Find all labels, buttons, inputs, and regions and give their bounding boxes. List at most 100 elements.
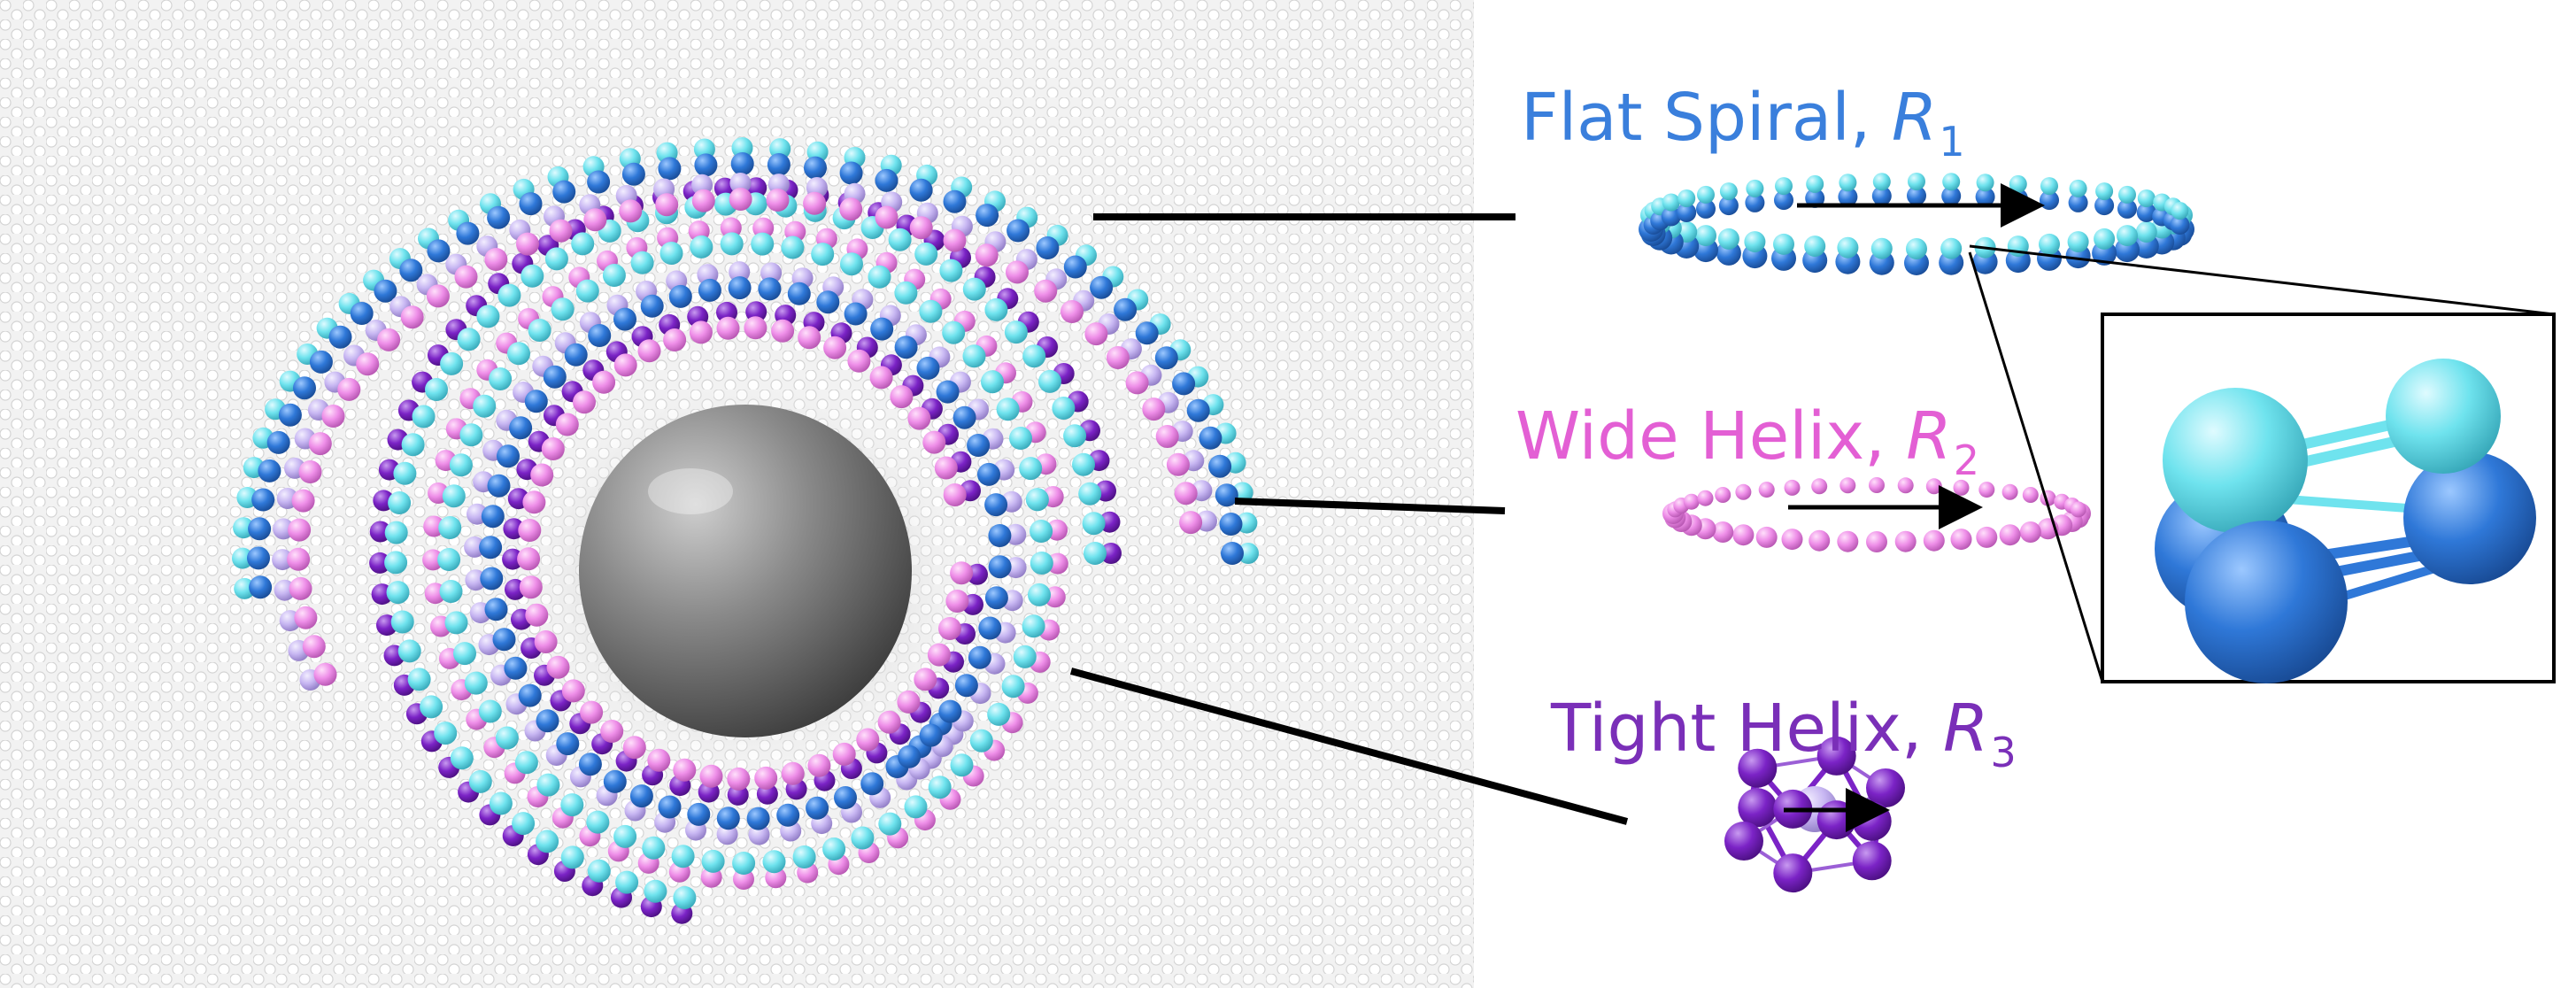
zoom-line-lower [1968, 251, 2104, 683]
ring-bead [1084, 322, 1108, 346]
ring-bead [762, 850, 786, 874]
ring-bead [894, 336, 918, 359]
r2-bead-pink [1978, 482, 1995, 498]
ring-bead [1135, 321, 1159, 345]
ring-bead [730, 152, 754, 175]
ring-bead [1174, 482, 1198, 506]
ring-bead [454, 265, 478, 289]
ring-bead [888, 228, 912, 251]
ring-bead [1038, 369, 1061, 393]
r1-bead-blue [1907, 186, 1926, 205]
ring-bead [425, 378, 448, 401]
ring-bead [249, 575, 273, 599]
ring-bead [720, 232, 744, 256]
ring-bead [781, 761, 805, 785]
r2-bead-pink [1999, 524, 2021, 546]
r2-bead-pink [1837, 530, 1859, 552]
ring-bead [919, 299, 943, 323]
flat-spiral-ring [1639, 173, 2194, 275]
ring-bead [1084, 542, 1107, 565]
r2-bead-pink [1712, 521, 1734, 543]
ring-bead [480, 567, 504, 590]
ring-bead [1078, 482, 1102, 506]
label-flat-spiral-name: Flat Spiral, [1521, 80, 1892, 156]
ring-bead [771, 319, 795, 343]
ring-bead [939, 259, 963, 282]
ring-bead [583, 208, 607, 232]
ring-bead [811, 243, 835, 266]
ring-bead [1001, 675, 1025, 699]
ring-bead [729, 173, 752, 194]
sphere-highlight [648, 468, 733, 514]
r1-bead-blue [1805, 188, 1825, 208]
ring-bead [497, 283, 521, 307]
ring-bead [546, 655, 570, 679]
ring-bead [521, 264, 544, 288]
tight-helix-cluster [1724, 736, 1905, 893]
leader-line-r3 [1069, 668, 1629, 825]
ring-bead [1238, 543, 1259, 564]
r1-bead-blue [1718, 196, 1739, 216]
r1-bead-cyan [1773, 233, 1794, 255]
label-tight-helix: Tight Helix, R3 [1551, 696, 2017, 773]
ring-bead [552, 180, 576, 204]
ring-bead [289, 576, 312, 600]
ring-bead [248, 517, 272, 541]
ring-bead [687, 802, 711, 826]
ring-bead [909, 178, 933, 202]
ring-bead [321, 405, 345, 428]
ring-bead [1166, 452, 1190, 476]
r1-bead-cyan [1804, 235, 1826, 258]
inset-cyan-bead-left [2163, 388, 2308, 533]
ring-bead [987, 702, 1011, 726]
ring-bead [962, 344, 986, 368]
ring-bead [720, 217, 742, 239]
ring-bead [291, 489, 315, 513]
ring-bead [870, 317, 894, 341]
ring-bead [798, 326, 821, 350]
label-wide-helix-sub: 2 [1953, 436, 1979, 484]
ring-bead [434, 722, 458, 745]
ring-bead [407, 668, 431, 691]
ring-bead [977, 462, 1000, 486]
ring-bead [860, 772, 884, 796]
ring-bead [272, 549, 294, 571]
ring-bead [1022, 614, 1045, 638]
ring-bead [495, 726, 519, 750]
ring-bead [1063, 424, 1087, 448]
ring-bead [1072, 452, 1095, 476]
r1-bead-cyan [2009, 174, 2027, 193]
ring-bead [916, 356, 940, 380]
ring-bead [459, 423, 483, 447]
label-wide-helix-name: Wide Helix, [1516, 398, 1907, 475]
ring-bead [637, 339, 661, 363]
ring-bead [287, 547, 311, 571]
ring-bead [549, 219, 573, 243]
ring-bead [658, 795, 682, 819]
ring-bead [422, 549, 444, 571]
label-flat-spiral-var: R [1891, 80, 1938, 156]
ring-bead [1154, 346, 1178, 370]
ring-bead [732, 852, 756, 875]
ring-bead [928, 776, 952, 799]
ring-bead [694, 153, 718, 177]
ring-bead [575, 279, 599, 303]
r2-bead-pink [1894, 530, 1917, 552]
ring-bead [988, 555, 1012, 579]
ring-bead [1006, 219, 1030, 243]
ring-bead [544, 247, 568, 271]
zoom-inset-dimer [2155, 359, 2536, 683]
r1-bead-cyan [2067, 231, 2089, 253]
ring-bead [909, 216, 933, 240]
ring-bead [619, 199, 643, 223]
ring-bead [629, 784, 653, 808]
r2-bead-pink [1715, 487, 1731, 503]
ring-bead [877, 710, 901, 734]
ring-bead [640, 294, 664, 318]
ring-bead [716, 807, 740, 830]
ring-bead [943, 228, 967, 252]
label-wide-helix-var: R [1906, 398, 1952, 475]
ring-bead [907, 406, 931, 430]
r3-bead-purple [1738, 788, 1778, 828]
r2-bead-pink [2022, 487, 2039, 503]
